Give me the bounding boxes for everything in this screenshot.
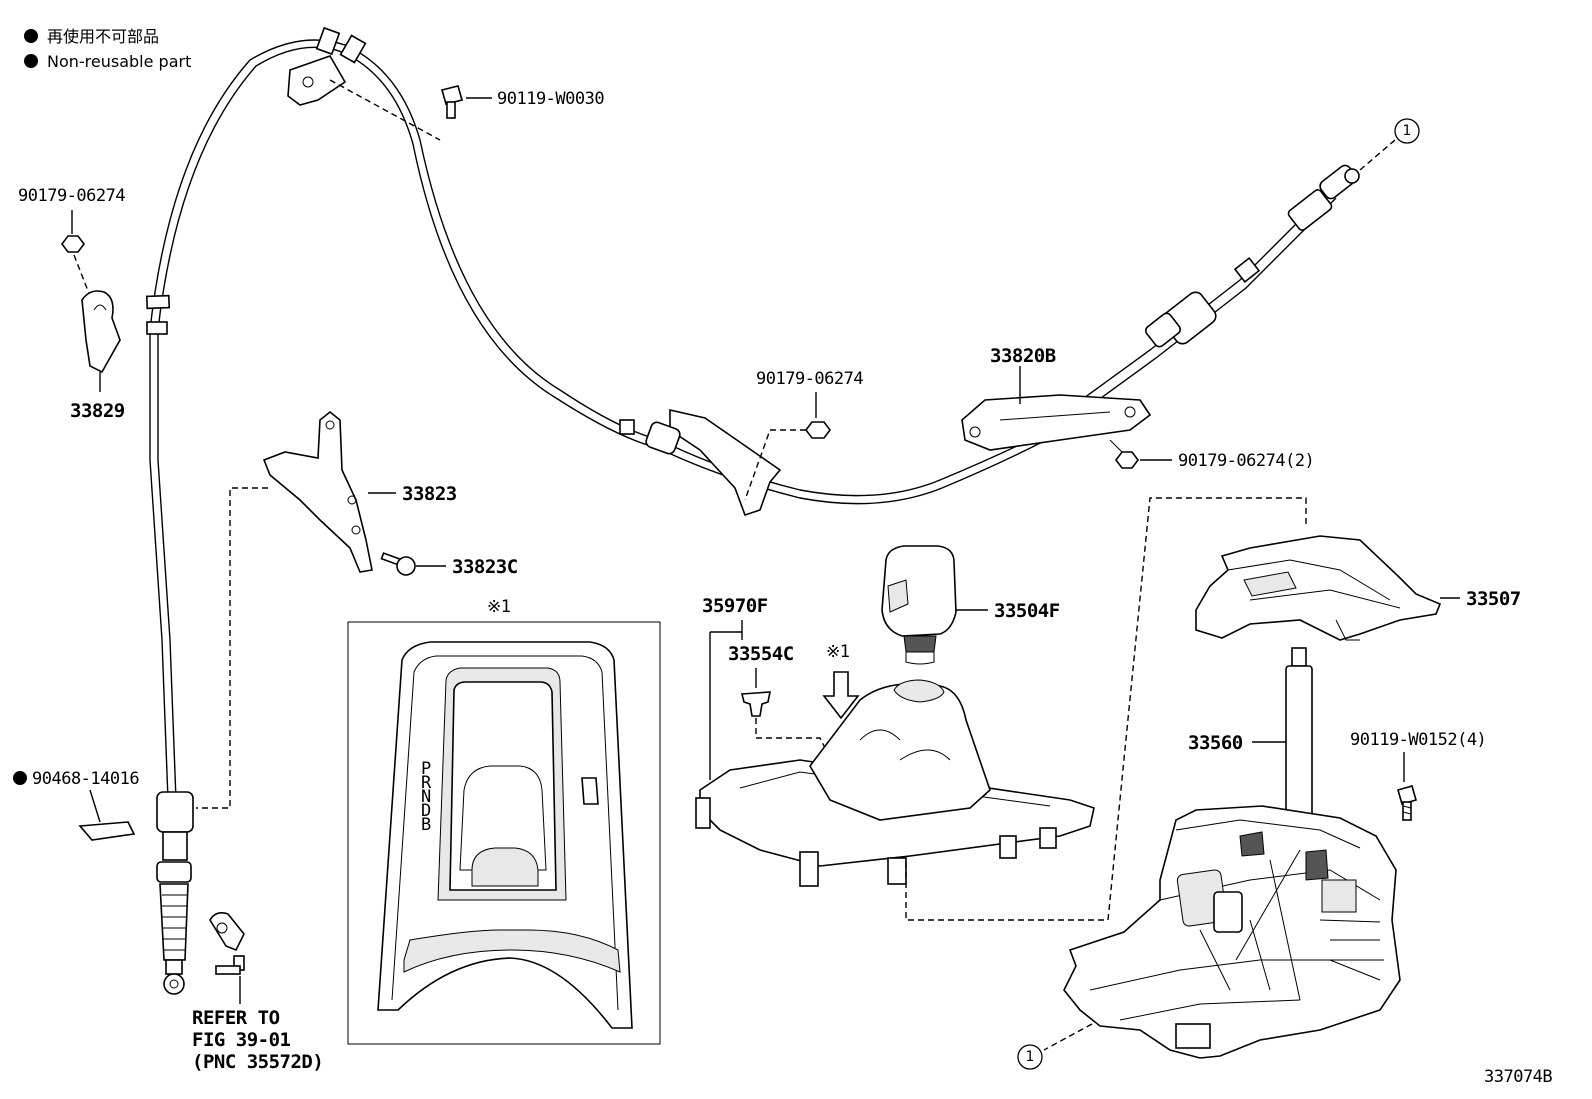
- inset-view: ※1 P R N D B: [347, 597, 661, 1045]
- label-33560: 33560: [1188, 732, 1243, 754]
- select-cable: 1: [1039, 118, 1420, 439]
- label-33504f: 33504F: [994, 600, 1060, 622]
- shift-cable: [145, 26, 1051, 995]
- label-33507: 33507: [1466, 588, 1521, 610]
- gear-letter-b: B: [421, 815, 431, 835]
- legend-jp: 再使用不可部品: [47, 27, 159, 46]
- inset-frame: [347, 621, 661, 1045]
- down-arrow-icon: [822, 671, 860, 720]
- label-90119-w0030: 90119-W0030: [497, 89, 604, 109]
- gear-letter-n: N: [421, 787, 431, 807]
- label-90179-06274-left: 90179-06274: [18, 186, 125, 206]
- label-90179-06274-2: 90179-06274(2): [1178, 451, 1314, 471]
- legend-bullet-icon: [24, 54, 38, 68]
- refer-line-2: FIG 39-01: [192, 1029, 291, 1051]
- label-90468-14016: 90468-14016: [32, 769, 139, 789]
- label-90179-06274-mid: 90179-06274: [756, 369, 863, 389]
- label-33829: 33829: [70, 400, 125, 422]
- label-33820b: 33820B: [990, 345, 1056, 367]
- part-33560: 33560 1: [1017, 647, 1401, 1070]
- label-35970f: 35970F: [702, 595, 768, 617]
- refer-to-note: REFER TO FIG 39-01 (PNC 35572D): [192, 912, 324, 1073]
- label-90119-w0152: 90119-W0152(4): [1350, 730, 1486, 750]
- part-33823: 33823 33823C: [196, 410, 518, 809]
- part-33829-group: 90179-06274 33829: [18, 186, 126, 422]
- gear-letter-r: R: [421, 773, 432, 793]
- label-33554c: 33554C: [728, 643, 794, 665]
- figure-id: 337074B: [1484, 1067, 1552, 1087]
- legend-bullet-icon: [24, 29, 38, 43]
- part-33507: 33507: [1195, 535, 1521, 641]
- part-90179-06274-mid: 90179-06274: [744, 369, 864, 501]
- reference-circle-1-top: [1394, 118, 1420, 144]
- part-90119-w0152: 90119-W0152(4): [1350, 730, 1487, 821]
- refer-line-3: (PNC 35572D): [192, 1051, 323, 1073]
- cable-end-fitting: [156, 791, 194, 833]
- legend: 再使用不可部品 Non-reusable part: [24, 27, 191, 71]
- label-33823: 33823: [402, 483, 457, 505]
- gear-letter-p: P: [421, 759, 431, 779]
- non-reusable-bullet-icon: [13, 771, 27, 785]
- reference-circle-1-bottom-label: 1: [1026, 1049, 1035, 1065]
- reference-circle-1-top-label: 1: [1403, 123, 1412, 139]
- reference-circle-1-bottom: [1017, 1044, 1043, 1070]
- part-33504f: 33504F: [881, 545, 1060, 665]
- part-33820b: 33820B 90179-06274(2): [961, 345, 1315, 471]
- legend-en: Non-reusable part: [47, 52, 191, 71]
- gear-letter-d: D: [421, 801, 431, 821]
- note-mark-arrow: ※1: [826, 642, 850, 662]
- part-90468-14016: 90468-14016: [13, 769, 140, 841]
- part-35970f-group: 35970F 33554C ※1: [695, 497, 1307, 921]
- label-33823c: 33823C: [452, 556, 518, 578]
- part-90119-w0030: 90119-W0030: [329, 79, 605, 141]
- inset-title: ※1: [487, 597, 511, 617]
- refer-line-1: REFER TO: [192, 1007, 280, 1029]
